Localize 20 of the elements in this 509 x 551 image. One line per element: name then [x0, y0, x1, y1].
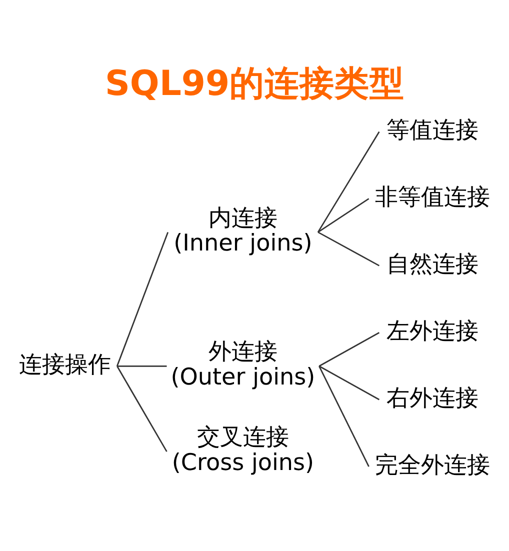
connector [318, 198, 370, 233]
node-text: 交叉连接 (Cross joins) [172, 424, 314, 476]
node-text: 外连接 (Outer joins) [170, 339, 316, 391]
node-text: 自然连接 [386, 251, 478, 278]
node-text: 等值连接 [386, 118, 478, 144]
connector [117, 365, 167, 367]
diagram-title: SQL99的连接类型 [104, 64, 405, 104]
node-text: 左外连接 [386, 318, 478, 344]
node-text: 非等值连接 [374, 184, 490, 210]
node-text: 右外连接 [386, 385, 478, 412]
node-text: 内连接 (Inner joins) [174, 205, 312, 257]
connector [318, 232, 380, 266]
connector [318, 366, 380, 400]
node-text: 连接操作 [19, 352, 112, 378]
connector [317, 131, 380, 233]
node-text: 完全外连接 [374, 452, 490, 478]
connector [116, 366, 168, 452]
connector [318, 332, 380, 367]
connector [116, 232, 169, 366]
connector [318, 366, 370, 467]
